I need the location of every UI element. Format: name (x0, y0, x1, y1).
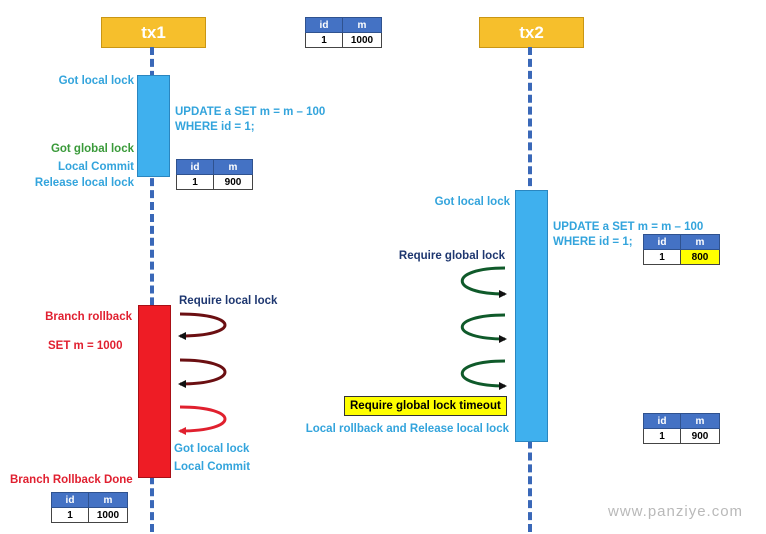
tx1-update-line2: WHERE id = 1; (175, 121, 255, 133)
watermark: www.panziye.com (608, 503, 744, 520)
table-cell-id: 1 (643, 428, 681, 444)
table-col-m: m (342, 17, 382, 33)
table-cell-id: 1 (643, 249, 681, 265)
tx1-local-commit: Local Commit (57, 161, 134, 173)
tx1-retry-arrow-2 (178, 358, 227, 388)
local-rollback-release-label: Local rollback and Release local lock (305, 423, 509, 435)
tx2-got-local-lock: Got local lock (434, 196, 510, 208)
tx1-got-global-lock: Got global lock (50, 143, 134, 155)
table-cell-id: 1 (176, 174, 214, 190)
table-col-id: id (51, 492, 89, 508)
tx1-update-line1: UPDATE a SET m = m – 100 (175, 106, 326, 118)
tx2-update-line2: WHERE id = 1; (553, 236, 633, 248)
tx1-retry-arrow-1 (178, 312, 227, 340)
tx2-update-line1: UPDATE a SET m = m – 100 (553, 221, 704, 233)
tx2-retry-arrow-1 (460, 266, 507, 298)
table-cell-m-highlighted: 800 (680, 249, 720, 265)
branch-rollback-label: Branch rollback (45, 311, 132, 323)
require-local-lock-label: Require local lock (179, 295, 278, 307)
rollback-local-commit: Local Commit (174, 461, 251, 473)
tx1-retry-arrow-3 (178, 405, 227, 435)
tx1-rollback-block (138, 305, 171, 478)
table-cell-m: 1000 (88, 507, 128, 523)
set-m-label: SET m = 1000 (48, 340, 123, 352)
table-col-m: m (680, 413, 720, 429)
table-col-m: m (213, 159, 253, 175)
tx2-title: tx2 (519, 22, 544, 42)
tx1-header: tx1 (101, 17, 206, 48)
table-col-id: id (643, 413, 681, 429)
tx1-commit-block (137, 75, 170, 177)
tx2-header: tx2 (479, 17, 584, 48)
tx2-retry-arrow-3 (460, 359, 507, 390)
table-cell-m: 1000 (342, 32, 382, 48)
rollback-got-local-lock: Got local lock (174, 443, 250, 455)
tx2-block (515, 190, 548, 442)
tx1-lifeline (150, 47, 154, 532)
table-cell-m: 900 (213, 174, 253, 190)
table-col-id: id (643, 234, 681, 250)
require-global-lock-label: Require global lock (398, 250, 505, 262)
table-col-id: id (305, 17, 343, 33)
branch-rollback-done-label: Branch Rollback Done (10, 474, 133, 486)
require-global-lock-timeout-badge: Require global lock timeout (344, 396, 507, 416)
tx1-got-local-lock: Got local lock (58, 75, 134, 87)
tx2-retry-arrow-2 (460, 313, 507, 343)
table-col-m: m (88, 492, 128, 508)
table-cell-id: 1 (51, 507, 89, 523)
tx1-title: tx1 (141, 22, 166, 42)
table-col-id: id (176, 159, 214, 175)
table-cell-id: 1 (305, 32, 343, 48)
tx1-release-local-lock: Release local lock (34, 177, 134, 189)
table-col-m: m (680, 234, 720, 250)
table-cell-m: 900 (680, 428, 720, 444)
